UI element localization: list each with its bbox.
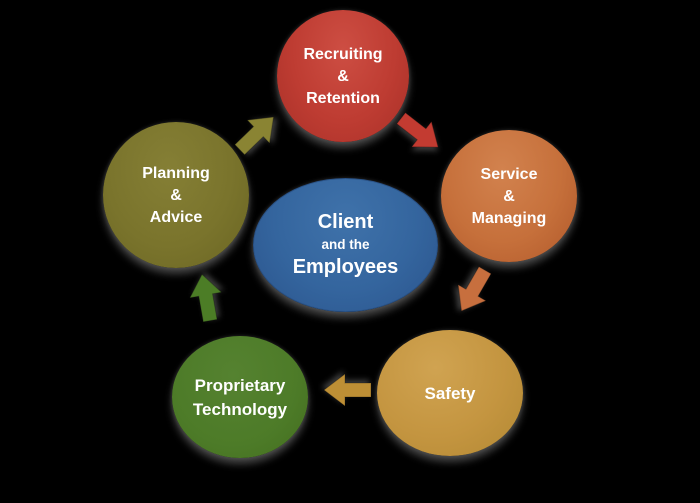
arrow-shape bbox=[396, 112, 439, 148]
center-subtitle-line: and the bbox=[321, 237, 370, 252]
node-label-line: Recruiting bbox=[303, 45, 383, 63]
node-label-line: Safety bbox=[424, 383, 476, 403]
node-client-center: Client and the Employees bbox=[253, 178, 438, 312]
arrow-left-icon bbox=[323, 372, 372, 408]
node-recruiting-retention: Recruiting & Retention bbox=[277, 10, 409, 142]
node-safety: Safety bbox=[377, 330, 523, 456]
node-label-line: Advice bbox=[149, 208, 203, 226]
node-label-line: Retention bbox=[306, 89, 380, 107]
arrow-down-left-icon bbox=[457, 266, 492, 312]
center-title-line: Client bbox=[317, 211, 374, 233]
arrow-shape bbox=[188, 273, 223, 323]
arrow-shape bbox=[323, 372, 372, 408]
node-planning-advice: Planning & Advice bbox=[103, 122, 249, 268]
node-label-line: Service bbox=[480, 165, 538, 183]
node-label-line: & bbox=[503, 187, 515, 205]
center-title-line: Employees bbox=[292, 256, 399, 278]
node-proprietary-technology: Proprietary Technology bbox=[172, 336, 308, 458]
arrow-up-right-icon bbox=[234, 116, 275, 156]
arrow-shape bbox=[234, 116, 275, 156]
arrow-shape bbox=[457, 266, 492, 312]
arrow-down-right-icon bbox=[396, 112, 439, 148]
node-service-managing: Service & Managing bbox=[441, 130, 577, 262]
node-label-line: Technology bbox=[192, 399, 288, 419]
arrow-up-icon bbox=[188, 273, 223, 323]
node-label-line: & bbox=[337, 67, 349, 85]
node-label-line: & bbox=[170, 186, 182, 204]
node-label-line: Planning bbox=[142, 164, 210, 182]
node-label-line: Managing bbox=[471, 209, 547, 227]
node-label-line: Proprietary bbox=[194, 375, 286, 395]
